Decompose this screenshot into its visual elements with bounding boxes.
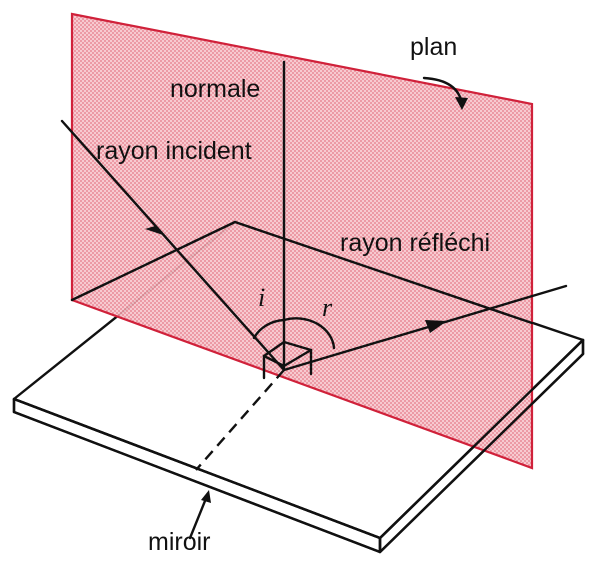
- incidence-plane: [70, 12, 534, 470]
- miroir-pointer-arrow-icon: [201, 490, 211, 503]
- plan-pointer: [422, 76, 468, 110]
- plan-pointer-arrow-icon: [455, 97, 468, 110]
- label-angle-i: i: [258, 283, 265, 312]
- angle-i-arc: [252, 318, 286, 340]
- incident-ray: [60, 119, 286, 372]
- mirror-front-edge: [12, 338, 585, 554]
- miroir-pointer: [188, 490, 211, 540]
- label-incident-ray: rayon incident: [96, 137, 252, 165]
- label-reflected-ray: rayon réfléchi: [340, 229, 490, 257]
- incident-arrow-icon: [145, 226, 166, 236]
- reflected-arrow-icon: [425, 320, 447, 333]
- reflected-ray: [282, 284, 568, 372]
- label-miroir: miroir: [148, 528, 211, 556]
- label-normale: normale: [170, 75, 260, 103]
- label-angle-r: r: [322, 293, 333, 322]
- label-plan: plan: [410, 33, 457, 61]
- incidence-point-marker: [262, 340, 313, 380]
- plane-trace-dashed: [195, 369, 285, 471]
- angle-r-arc: [282, 317, 336, 350]
